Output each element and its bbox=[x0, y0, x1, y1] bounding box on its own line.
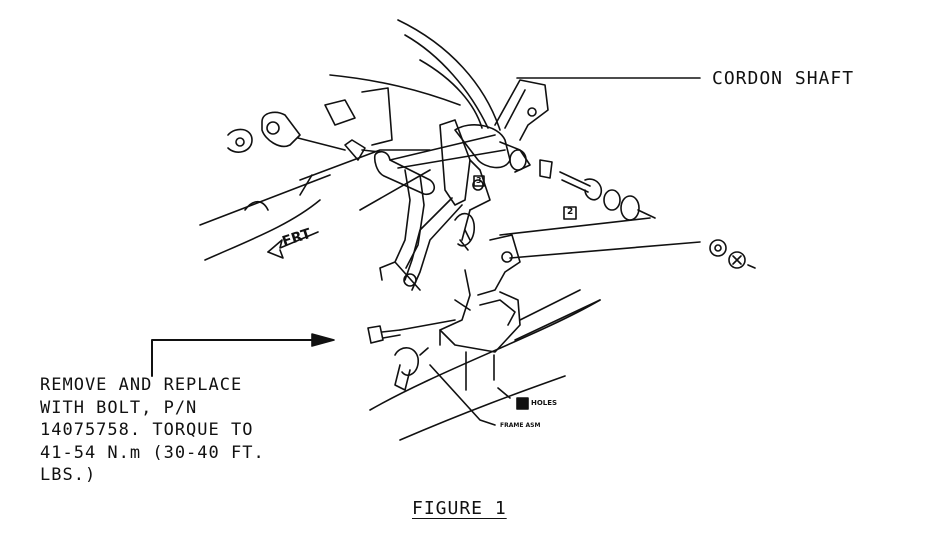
nut-washer bbox=[709, 239, 756, 269]
note-line-1: REMOVE AND REPLACE bbox=[40, 375, 243, 395]
cordon-shaft-label: CORDON SHAFT bbox=[712, 68, 855, 89]
holes-box bbox=[516, 397, 529, 410]
item-3-marker: 3 bbox=[476, 176, 482, 185]
frame-lines bbox=[369, 299, 601, 441]
figure-caption: FIGURE 1 bbox=[412, 498, 507, 519]
remove-replace-arrow bbox=[151, 333, 335, 377]
front-direction-arrow bbox=[267, 231, 319, 259]
left-bracket bbox=[227, 111, 346, 153]
lower-bracket bbox=[439, 217, 701, 391]
item-2-marker: 2 bbox=[567, 207, 574, 217]
note-line-4: 41-54 N.m (30-40 FT. bbox=[40, 442, 265, 463]
holes-marker: HOLES bbox=[531, 399, 558, 407]
item-2-box bbox=[563, 206, 577, 220]
note-line-3: 14075758. TORQUE TO bbox=[40, 420, 254, 440]
note-line-2: WITH BOLT, P/N bbox=[40, 397, 198, 418]
replacement-bolt bbox=[367, 319, 456, 391]
body-panel bbox=[199, 19, 501, 261]
shift-lever bbox=[379, 119, 491, 291]
remove-replace-note: REMOVE AND REPLACE WITH BOLT, P/N 140757… bbox=[40, 374, 265, 487]
frame-asm-marker: FRAME ASM bbox=[500, 422, 541, 429]
item-3-box bbox=[473, 175, 485, 187]
upper-shaft-bracket bbox=[494, 79, 549, 141]
note-line-5: LBS.) bbox=[40, 465, 97, 485]
